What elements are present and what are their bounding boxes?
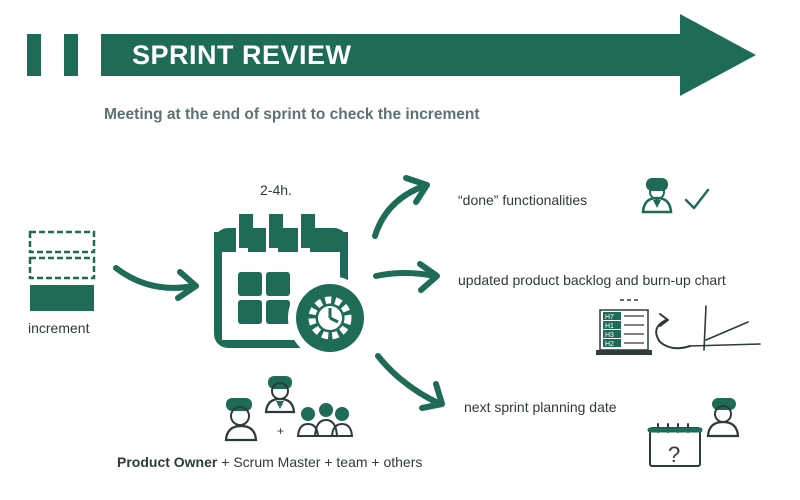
participants-line: Product Owner + Scrum Master + team + ot… — [117, 454, 422, 470]
checkmark-icon — [684, 188, 710, 210]
increment-label: increment — [28, 320, 90, 336]
question-calendar-icon — [647, 423, 703, 467]
arrow-to-done — [372, 175, 430, 239]
increment-icon — [28, 230, 96, 311]
header-bar-left — [27, 34, 41, 76]
page-subtitle: Meeting at the end of sprint to check th… — [104, 106, 480, 123]
person-icon-done — [641, 178, 673, 214]
header-arrow — [101, 14, 756, 96]
team-icon — [296, 403, 354, 437]
output-label-done: “done” functionalities — [458, 192, 588, 208]
backlog-row-h1: H1 — [605, 323, 614, 330]
output-label-planning: next sprint planning date — [464, 399, 617, 415]
scrum-master-icon — [264, 376, 296, 414]
participant-others: + Scrum Master + team + others — [217, 454, 423, 470]
duration-label: 2-4h. — [260, 182, 292, 198]
backlog-icon — [596, 299, 652, 355]
backlog-row-h2: H2 — [605, 341, 614, 348]
arrow-to-backlog — [373, 261, 440, 293]
backlog-row-h7: H7 — [605, 314, 614, 321]
question-mark-icon: ? — [668, 442, 680, 467]
backlog-row-h3: H3 — [605, 332, 614, 339]
refresh-arrow-icon — [655, 313, 691, 350]
header-bar-right — [64, 34, 78, 76]
participant-product-owner: Product Owner — [117, 454, 218, 470]
participants-plus: + — [277, 424, 285, 438]
output-label-backlog: updated product backlog and burn-up char… — [458, 272, 726, 288]
calendar-gear-icon — [214, 214, 372, 360]
product-owner-icon — [224, 398, 258, 442]
page-title: SPRINT REVIEW — [132, 40, 352, 70]
burn-up-chart-icon — [689, 305, 761, 351]
arrow-to-planning — [375, 353, 445, 411]
person-icon-planning — [706, 398, 740, 438]
arrow-to-meeting — [113, 265, 199, 301]
